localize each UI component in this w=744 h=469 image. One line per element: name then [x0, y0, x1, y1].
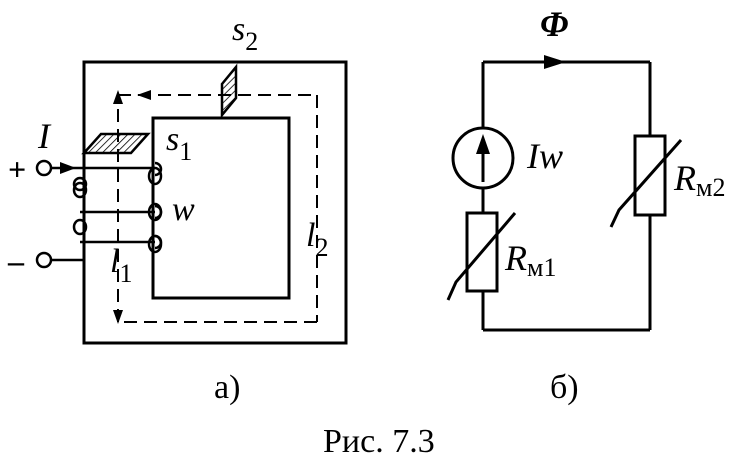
- label-s2: s2: [232, 11, 258, 56]
- plus-terminal: [35, 159, 53, 177]
- winding-coil: [60, 161, 163, 254]
- mmf-arrow-icon: [476, 134, 490, 154]
- flux-arrow-icon: [544, 55, 566, 69]
- diagram-b: Φ Iw Rм2 Rм1 б): [446, 4, 725, 406]
- figure-caption: Рис. 7.3: [323, 423, 435, 460]
- label-flux: Φ: [540, 4, 568, 44]
- cross-section-s1: [81, 132, 151, 155]
- label-s1: s1: [166, 121, 192, 166]
- label-current-I: I: [37, 116, 52, 156]
- flux-path-arrow-left-icon: [137, 90, 151, 100]
- caption-a: а): [214, 369, 240, 406]
- label-turns-w: w: [172, 191, 195, 228]
- diagram-a: s2 I s1 + w l2 – l1 а): [7, 11, 348, 406]
- core-outer-outline: [82, 60, 348, 345]
- label-rm1: Rм1: [504, 238, 556, 282]
- flux-path-arrow-up-icon: [113, 90, 123, 104]
- mean-flux-path: [117, 94, 318, 323]
- flux-path-arrow-down-icon: [113, 310, 123, 324]
- minus-terminal: [35, 251, 53, 269]
- circuit-loop: [481, 60, 652, 332]
- label-mmf-Iw: Iw: [526, 136, 563, 176]
- label-l1: l1: [110, 243, 132, 288]
- mmf-source: [451, 126, 515, 190]
- current-arrow-icon: [60, 162, 76, 174]
- label-minus: –: [7, 243, 25, 279]
- label-rm2: Rм2: [673, 158, 725, 202]
- resistor-rm1: [465, 211, 499, 293]
- cross-section-s2: [220, 63, 238, 119]
- caption-b: б): [550, 369, 579, 406]
- resistor-rm1-nonlinear-mark: [446, 212, 517, 301]
- label-l2: l2: [306, 217, 328, 262]
- resistor-rm2-nonlinear-mark: [609, 139, 683, 228]
- label-plus: +: [8, 151, 26, 187]
